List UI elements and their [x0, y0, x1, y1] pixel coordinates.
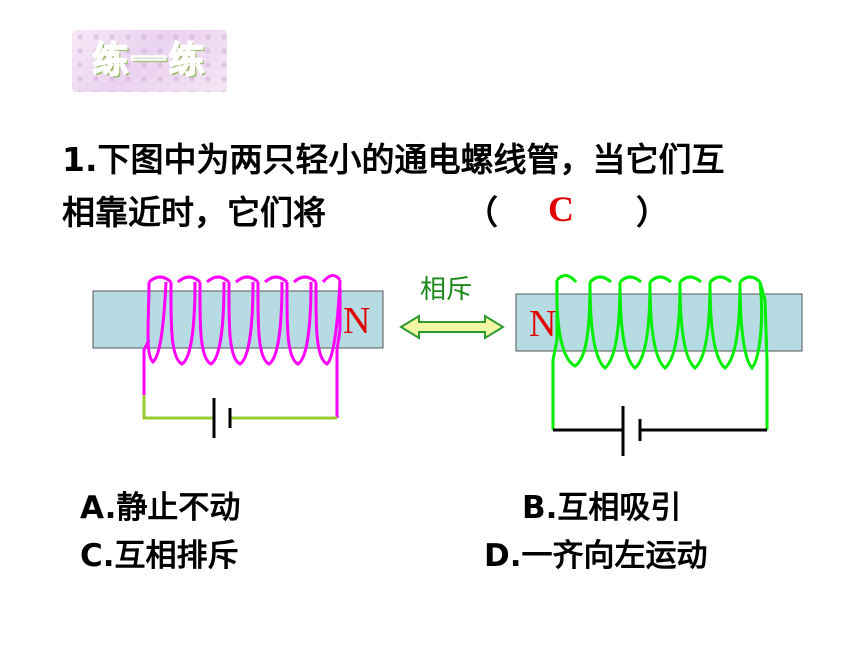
right-lead-left [551, 280, 559, 430]
double-arrow-icon [399, 314, 505, 340]
option-d: D.一齐向左运动 [484, 538, 708, 574]
practice-badge: 练一练 [72, 30, 227, 92]
answer-paren-open: （ [465, 193, 498, 232]
answer-paren-close: ） [636, 193, 669, 232]
repulsion-indicator: 相斥 [399, 275, 505, 340]
left-lead-right [335, 280, 342, 418]
left-pole-label: N [343, 300, 370, 342]
right-lead-right [758, 281, 769, 430]
right-solenoid: N [515, 274, 803, 456]
left-coil-back [147, 274, 342, 284]
option-a: A.静止不动 [80, 490, 241, 526]
question-line-1: 1.下图中为两只轻小的通电螺线管，当它们互 [62, 140, 725, 179]
left-solenoid: N [92, 274, 384, 438]
badge-title: 练一练 [92, 39, 207, 82]
left-wire-green [142, 395, 214, 420]
repulsion-label: 相斥 [420, 275, 472, 305]
question-line-2: 相靠近时，它们将 [62, 193, 326, 232]
badge-pattern [72, 30, 227, 92]
left-lead-magenta [142, 339, 151, 395]
right-coil-back [555, 274, 762, 284]
left-coil-front [146, 279, 342, 366]
answer-text: C [548, 189, 574, 229]
right-coil-front [555, 279, 764, 371]
right-core [515, 293, 803, 352]
option-b: B.互相吸引 [522, 490, 682, 526]
right-pole-label: N [529, 303, 556, 345]
option-c: C.互相排斥 [80, 538, 239, 574]
